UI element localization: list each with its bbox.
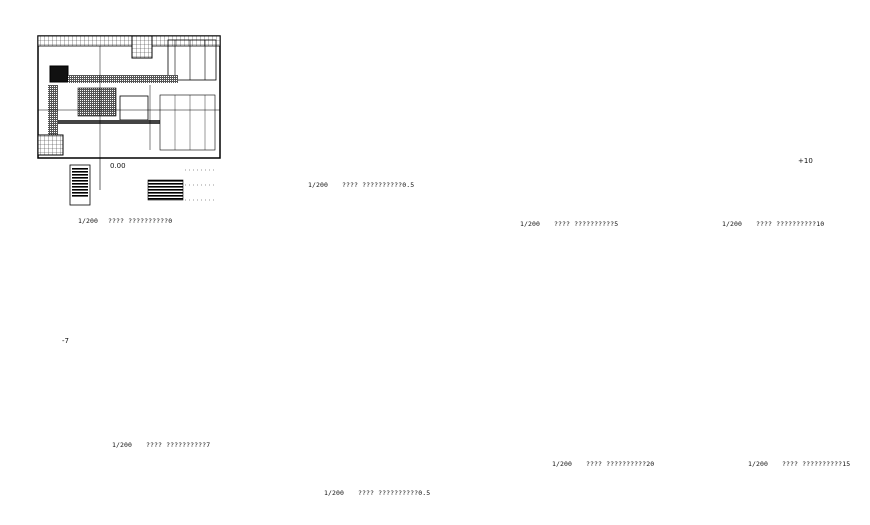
plan-5-caption: ???? ??????????7 <box>146 441 211 449</box>
plan-4-caption: ???? ??????????10 <box>756 220 825 228</box>
plan-5-scale: 1/200 <box>112 441 133 449</box>
plan-7-scale: 1/200 <box>552 460 573 468</box>
plan-6-caption: ???? ??????????0.5 <box>358 489 431 497</box>
plan-1-scale: 1/200 <box>78 217 99 225</box>
plan-7-caption: ???? ??????????20 <box>586 460 655 468</box>
plan-5-level: -7 <box>62 337 69 345</box>
plan-1-drawing <box>37 35 221 206</box>
plan-6-scale: 1/200 <box>324 489 345 497</box>
plan-8-scale: 1/200 <box>748 460 769 468</box>
plan-4-level: +10 <box>798 157 813 165</box>
plan-1-level: 0.00 <box>110 162 126 170</box>
plan-3-caption: ???? ??????????5 <box>554 220 619 228</box>
plan-1-caption: ???? ??????????0 <box>108 217 173 225</box>
plan-2-scale: 1/200 <box>308 181 329 189</box>
plan-8-caption: ???? ??????????15 <box>782 460 851 468</box>
plan-2-caption: ???? ??????????0.5 <box>342 181 415 189</box>
plan-3-scale: 1/200 <box>520 220 541 228</box>
plan-4-scale: 1/200 <box>722 220 743 228</box>
